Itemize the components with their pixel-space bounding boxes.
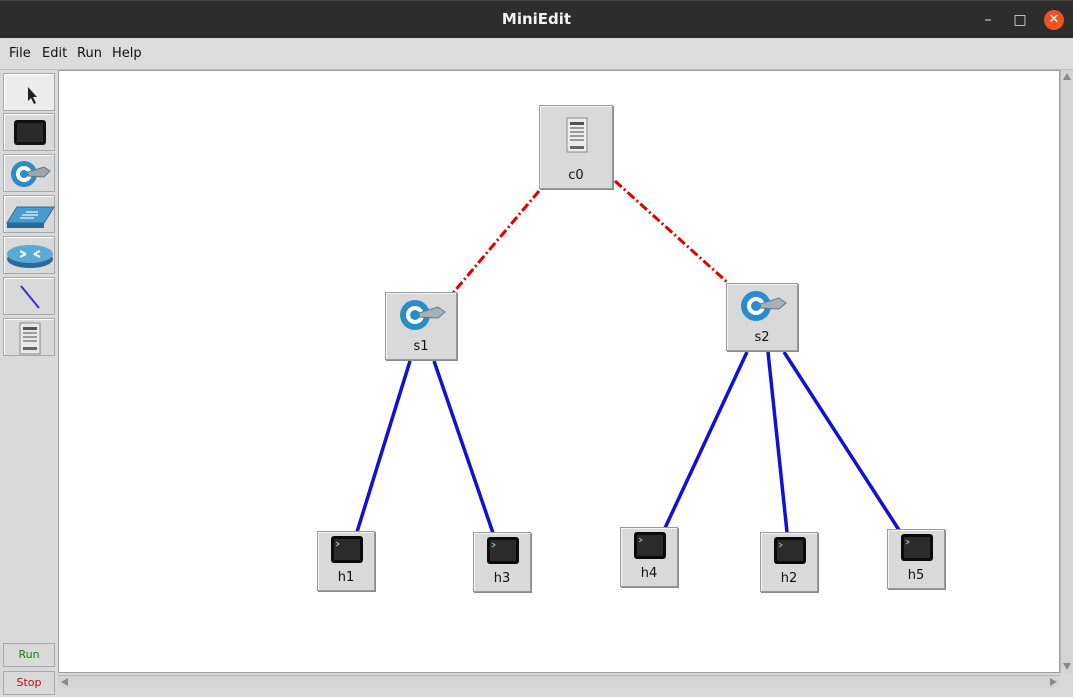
openflow-switch-icon <box>741 291 787 321</box>
node-label: h5 <box>907 568 925 583</box>
control-link-c0-s1[interactable] <box>451 190 541 294</box>
node-label: h3 <box>493 571 511 586</box>
window-title: MiniEdit <box>501 10 572 28</box>
link-tool[interactable] <box>3 277 55 315</box>
openflow-switch-icon <box>400 300 446 330</box>
router-icon <box>7 245 53 268</box>
link-s2-h4[interactable] <box>663 351 749 529</box>
host-terminal-icon <box>487 537 519 564</box>
links-layer <box>355 179 901 534</box>
select-tool[interactable] <box>3 73 55 111</box>
node-s2[interactable]: s2 <box>726 283 798 351</box>
menu-file[interactable]: File <box>9 46 31 61</box>
host-terminal-icon <box>14 120 46 145</box>
minimize-icon: – <box>984 12 992 28</box>
menu-edit[interactable]: Edit <box>42 46 68 61</box>
scroll-down-icon[interactable] <box>1063 663 1071 670</box>
controller-server-icon <box>19 322 41 355</box>
node-label: s2 <box>754 330 770 345</box>
close-button[interactable]: ✕ <box>1044 10 1064 30</box>
node-h4[interactable]: h4 <box>620 527 678 587</box>
menu-run[interactable]: Run <box>77 46 102 61</box>
close-icon: ✕ <box>1048 12 1060 27</box>
node-s1[interactable]: s1 <box>385 292 457 360</box>
host-terminal-icon <box>774 537 806 564</box>
link-s1-h1[interactable] <box>355 360 412 533</box>
vertical-scrollbar[interactable] <box>1060 70 1073 673</box>
host-terminal-icon <box>331 536 363 563</box>
link-s1-h3[interactable] <box>432 360 495 534</box>
node-label: c0 <box>568 168 584 183</box>
legacy-switch-icon <box>6 206 55 228</box>
scroll-left-icon[interactable] <box>61 678 68 686</box>
menu-help[interactable]: Help <box>112 46 142 61</box>
control-link-c0-s2[interactable] <box>613 179 729 284</box>
node-label: h2 <box>780 571 798 586</box>
node-label: h4 <box>640 566 658 581</box>
topology-canvas[interactable]: c0 s1 s2 h1 <box>58 70 1060 673</box>
node-h3[interactable]: h3 <box>473 532 531 592</box>
node-c0[interactable]: c0 <box>539 105 613 189</box>
legacy-switch-tool[interactable] <box>3 195 55 233</box>
link-s2-h2[interactable] <box>766 351 789 533</box>
node-label: h1 <box>337 570 355 585</box>
run-button[interactable]: Run <box>3 643 55 667</box>
minimize-button[interactable]: – <box>978 10 998 30</box>
maximize-icon: □ <box>1013 12 1027 28</box>
title-bar: MiniEdit – □ ✕ <box>0 0 1073 38</box>
host-terminal-icon <box>634 532 666 559</box>
host-tool[interactable] <box>3 113 55 151</box>
tool-palette: Run Stop <box>0 70 58 697</box>
switch-tool[interactable] <box>3 154 55 192</box>
stop-button[interactable]: Stop <box>3 671 55 695</box>
controller-tool[interactable] <box>3 318 55 356</box>
menu-bar: File Edit Run Help <box>0 38 1073 70</box>
node-h5[interactable]: h5 <box>887 529 945 589</box>
scroll-right-icon[interactable] <box>1050 678 1057 686</box>
node-h1[interactable]: h1 <box>317 531 375 591</box>
scroll-up-icon[interactable] <box>1063 73 1071 80</box>
netlink-icon <box>20 285 40 309</box>
link-s2-h5[interactable] <box>782 351 901 531</box>
legacy-router-tool[interactable] <box>3 236 55 274</box>
horizontal-scrollbar[interactable] <box>58 675 1060 688</box>
maximize-button[interactable]: □ <box>1010 10 1030 30</box>
node-h2[interactable]: h2 <box>760 532 818 592</box>
controller-server-icon <box>566 117 588 153</box>
openflow-switch-icon <box>11 161 51 187</box>
pointer-arrow-icon <box>28 87 37 104</box>
host-terminal-icon <box>901 534 933 561</box>
node-label: s1 <box>413 339 429 354</box>
